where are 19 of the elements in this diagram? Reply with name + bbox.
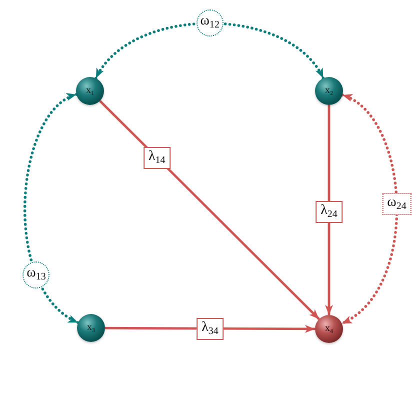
edge-label: ω$_{12}$ xyxy=(196,10,224,37)
arrow xyxy=(325,105,333,315)
edge-label: λ$_{14}$ xyxy=(144,146,170,169)
edge-label: ω$_{13}$ xyxy=(22,262,50,289)
sphere-node xyxy=(77,314,105,342)
sphere-node xyxy=(315,77,343,105)
edge-label: λ$_{34}$ xyxy=(196,318,224,340)
node-label: x$_{2}$ xyxy=(325,86,333,96)
sphere-node xyxy=(76,77,104,105)
arrow xyxy=(105,324,315,333)
dotted-arrow xyxy=(94,22,325,80)
dotted-arrow xyxy=(24,93,80,324)
edge-label: λ$_{24}$ xyxy=(316,201,342,224)
sphere-node xyxy=(315,315,343,343)
arrow xyxy=(99,100,320,320)
node-label: x$_{1}$ xyxy=(86,86,94,96)
node-label: x$_{4}$ xyxy=(325,324,333,334)
edge-label: ω$_{24}$ xyxy=(382,193,412,216)
node-label: x$_{3}$ xyxy=(87,323,95,333)
